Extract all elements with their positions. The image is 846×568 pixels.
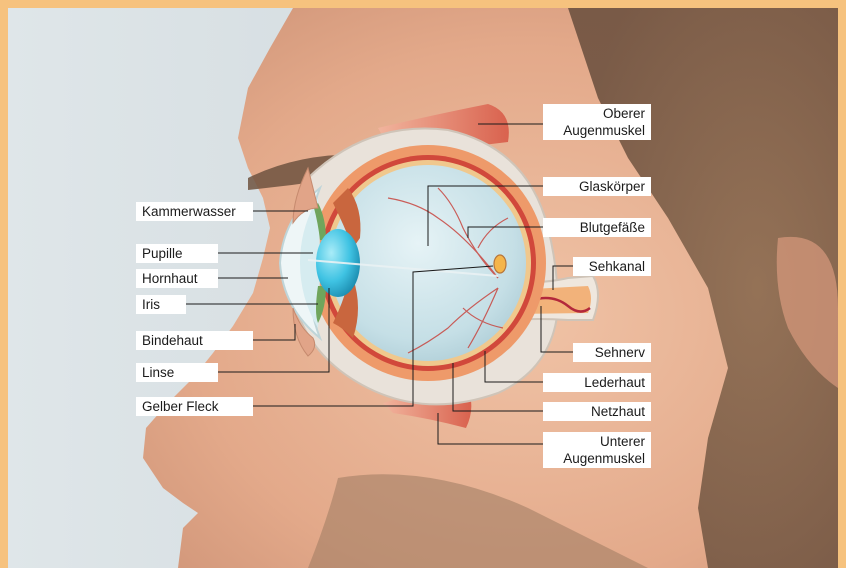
label-gelber-fleck: Gelber Fleck xyxy=(136,397,253,416)
label-linse: Linse xyxy=(136,363,218,382)
eye-anatomy-illustration xyxy=(8,8,838,568)
label-hornhaut: Hornhaut xyxy=(136,269,218,288)
label-oberer-augenmuskel: Oberer Augenmuskel xyxy=(543,104,651,140)
label-kammerwasser: Kammerwasser xyxy=(136,202,253,221)
label-iris: Iris xyxy=(136,295,186,314)
label-blutgefaesse: Blutgefäße xyxy=(543,218,651,237)
label-bindehaut: Bindehaut xyxy=(136,331,253,350)
label-sehnerv: Sehnerv xyxy=(573,343,651,362)
macula xyxy=(494,255,506,273)
label-glaskoerper: Glaskörper xyxy=(543,177,651,196)
label-netzhaut: Netzhaut xyxy=(543,402,651,421)
illustration-frame: Oberer Augenmuskel Glaskörper Blutgefäße… xyxy=(8,8,838,568)
label-lederhaut: Lederhaut xyxy=(543,373,651,392)
label-unterer-augenmuskel: Unterer Augenmuskel xyxy=(543,432,651,468)
label-sehkanal: Sehkanal xyxy=(573,257,651,276)
label-pupille: Pupille xyxy=(136,244,218,263)
